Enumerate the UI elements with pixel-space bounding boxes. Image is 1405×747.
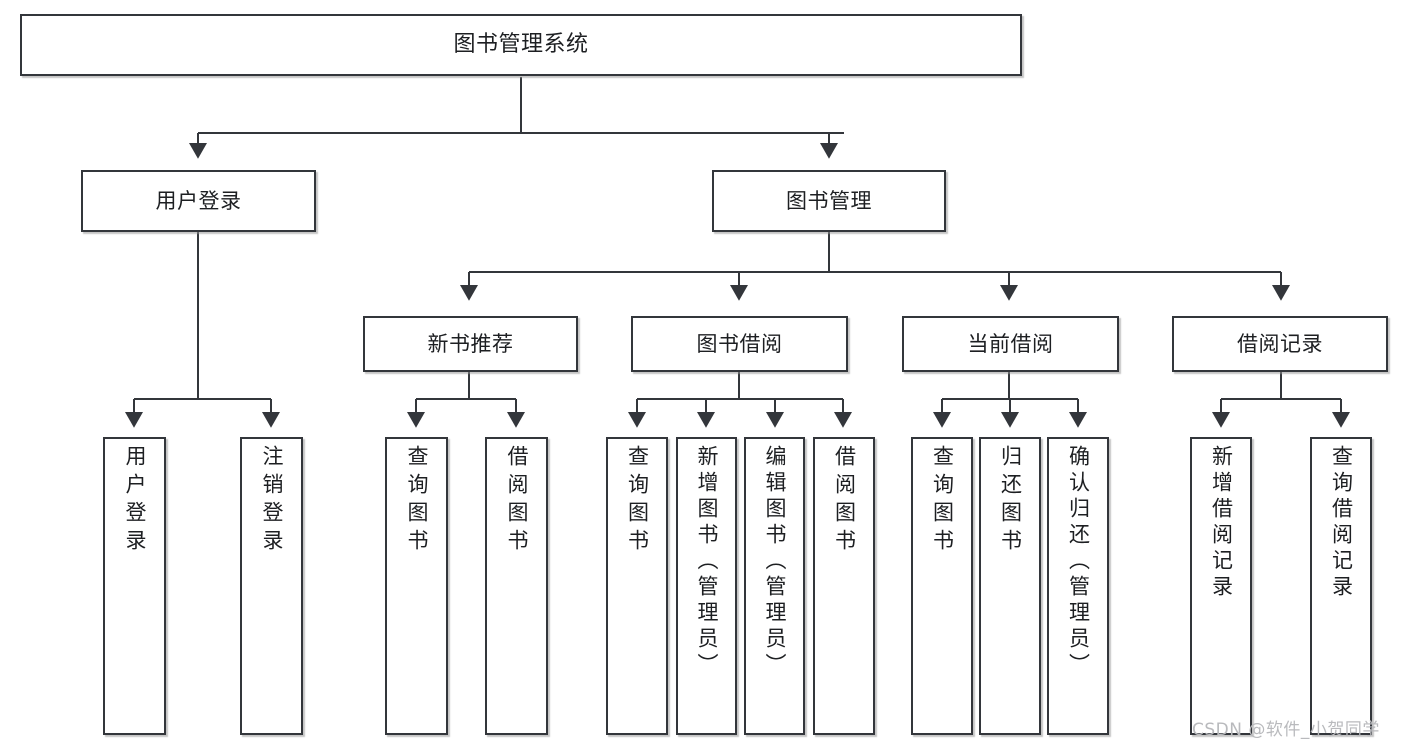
node-leaf-add-book-admin[interactable]: 新增图书（管理员） — [676, 437, 737, 735]
node-label: 归还图书 — [998, 445, 1023, 557]
node-label: 查询图书 — [405, 445, 429, 557]
node-user-login[interactable]: 用户登录 — [81, 170, 316, 232]
node-label: 借阅记录 — [1237, 331, 1323, 356]
node-label: 图书管理 — [786, 188, 872, 213]
node-leaf-borrow-books-borrow[interactable]: 借阅图书 — [813, 437, 875, 735]
node-leaf-user-login[interactable]: 用户登录 — [103, 437, 166, 735]
node-leaf-query-borrow-record[interactable]: 查询借阅记录 — [1310, 437, 1372, 735]
node-label: 当前借阅 — [967, 331, 1054, 356]
node-label: 编辑图书（管理员） — [763, 445, 787, 679]
node-new-book-recommendation[interactable]: 新书推荐 — [363, 316, 578, 372]
node-leaf-query-books-newbook[interactable]: 查询图书 — [385, 437, 448, 735]
node-label: 查询借阅记录 — [1329, 445, 1354, 601]
node-book-borrowing[interactable]: 图书借阅 — [631, 316, 848, 372]
node-label: 新书推荐 — [427, 331, 514, 356]
node-label: 图书借阅 — [696, 331, 783, 356]
node-book-management[interactable]: 图书管理 — [712, 170, 946, 232]
node-leaf-logout[interactable]: 注销登录 — [240, 437, 303, 735]
node-leaf-query-books-current[interactable]: 查询图书 — [911, 437, 973, 735]
node-label: 新增图书（管理员） — [695, 445, 719, 679]
node-label: 图书管理系统 — [453, 32, 589, 58]
node-leaf-edit-book-admin[interactable]: 编辑图书（管理员） — [744, 437, 805, 735]
node-label: 用户登录 — [155, 188, 242, 213]
node-label: 注销登录 — [260, 445, 284, 557]
node-leaf-query-books-borrow[interactable]: 查询图书 — [606, 437, 668, 735]
node-label: 新增借阅记录 — [1209, 445, 1234, 601]
node-label: 用户登录 — [123, 445, 147, 557]
node-label: 借阅图书 — [505, 445, 529, 557]
node-leaf-return-books[interactable]: 归还图书 — [979, 437, 1041, 735]
node-current-borrowing[interactable]: 当前借阅 — [902, 316, 1119, 372]
node-label: 查询图书 — [625, 445, 650, 557]
node-leaf-add-borrow-record[interactable]: 新增借阅记录 — [1190, 437, 1252, 735]
node-label: 借阅图书 — [832, 445, 857, 557]
node-root-book-management-system[interactable]: 图书管理系统 — [20, 14, 1022, 76]
node-leaf-borrow-books-newbook[interactable]: 借阅图书 — [485, 437, 548, 735]
watermark-text: CSDN @软件_小贺同学 — [1192, 720, 1380, 740]
node-label: 确认归还（管理员） — [1066, 445, 1091, 679]
node-label: 查询图书 — [930, 445, 955, 557]
node-borrowing-records[interactable]: 借阅记录 — [1172, 316, 1388, 372]
node-leaf-confirm-return-admin[interactable]: 确认归还（管理员） — [1047, 437, 1109, 735]
